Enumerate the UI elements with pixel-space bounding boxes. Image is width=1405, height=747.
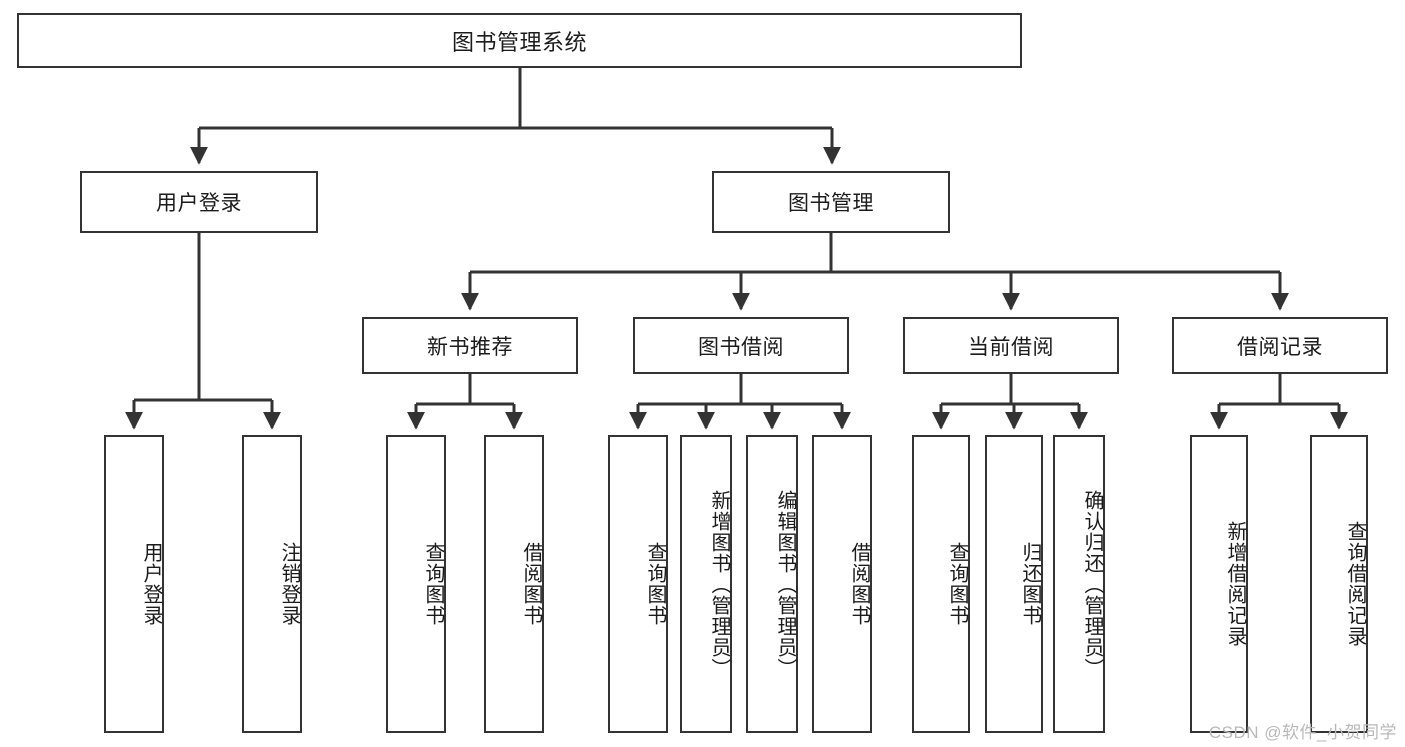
- leaf-borrow-book-borrow[interactable]: 借阅图书: [812, 435, 872, 733]
- node-current-borrow[interactable]: 当前借阅: [903, 317, 1119, 374]
- leaf-label: 确认归还（管理员）: [1081, 489, 1103, 679]
- leaf-query-book-recommend[interactable]: 查询图书: [386, 435, 446, 733]
- leaf-label: 用户登录: [140, 542, 162, 626]
- leaf-return-book[interactable]: 归还图书: [985, 435, 1043, 733]
- leaf-label: 借阅图书: [848, 542, 870, 626]
- node-user-login[interactable]: 用户登录: [80, 171, 318, 233]
- leaf-label: 归还图书: [1019, 542, 1041, 626]
- leaf-user-login[interactable]: 用户登录: [104, 435, 164, 733]
- leaf-label: 查询图书: [644, 542, 666, 626]
- leaf-add-borrow-record[interactable]: 新增借阅记录: [1190, 435, 1248, 733]
- node-new-book-recommend[interactable]: 新书推荐: [362, 317, 578, 374]
- node-borrow-record[interactable]: 借阅记录: [1172, 317, 1388, 374]
- leaf-label: 新增借阅记录: [1224, 521, 1246, 647]
- leaf-label: 查询图书: [946, 542, 968, 626]
- leaf-borrow-book-recommend[interactable]: 借阅图书: [484, 435, 544, 733]
- leaf-logout[interactable]: 注销登录: [242, 435, 302, 733]
- leaf-query-book-borrow[interactable]: 查询图书: [608, 435, 668, 733]
- leaf-label: 借阅图书: [520, 542, 542, 626]
- leaf-label: 注销登录: [278, 542, 300, 626]
- node-book-manage[interactable]: 图书管理: [712, 171, 950, 233]
- leaf-label: 查询借阅记录: [1344, 521, 1366, 647]
- watermark-text: CSDN @软件_小贺同学: [1208, 723, 1397, 742]
- leaf-label: 查询图书: [422, 542, 444, 626]
- leaf-label: 新增图书（管理员）: [708, 489, 730, 679]
- leaf-label: 编辑图书（管理员）: [774, 489, 796, 679]
- node-book-borrow[interactable]: 图书借阅: [633, 317, 849, 374]
- leaf-confirm-return-admin[interactable]: 确认归还（管理员）: [1053, 435, 1105, 733]
- leaf-edit-book-admin[interactable]: 编辑图书（管理员）: [746, 435, 798, 733]
- leaf-query-book-current[interactable]: 查询图书: [912, 435, 970, 733]
- node-root-system[interactable]: 图书管理系统: [17, 13, 1022, 68]
- leaf-query-borrow-record[interactable]: 查询借阅记录: [1310, 435, 1368, 733]
- leaf-add-book-admin[interactable]: 新增图书（管理员）: [680, 435, 732, 733]
